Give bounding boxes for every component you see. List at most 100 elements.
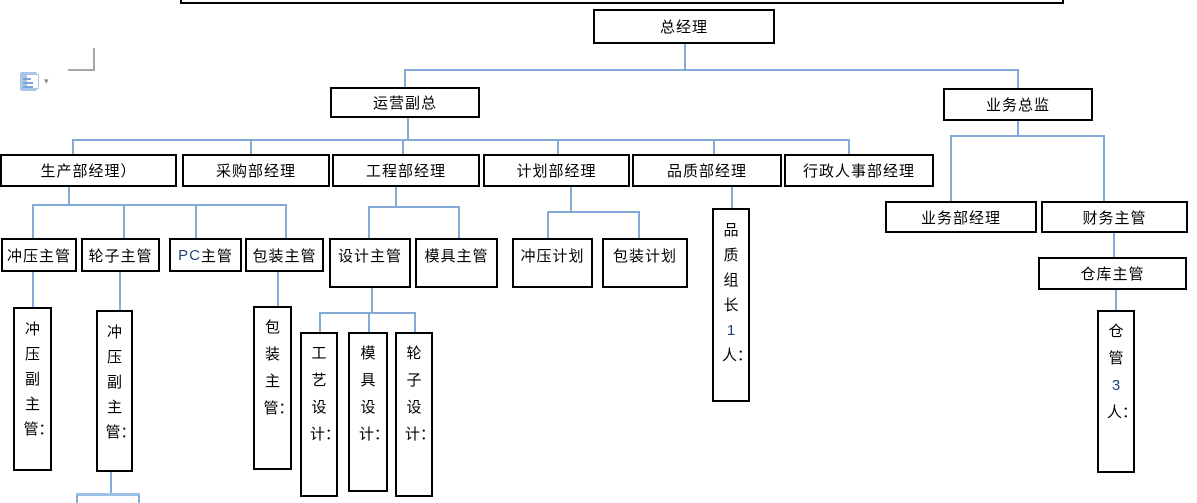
node-label: 人： [1107,404,1138,421]
org-node-business-director[interactable]: 业务总监 [943,88,1093,121]
org-node-wheel-supervisor[interactable]: 轮子主管 [81,238,160,272]
org-node-operations-vp[interactable]: 运营副总 [330,87,480,118]
org-node-purchasing-manager[interactable]: 采购部经理 [182,154,330,187]
connector-line [277,272,279,306]
connector-line [547,211,549,238]
node-label: 业务部经理 [920,209,1001,227]
connector-line [407,118,409,141]
org-node-quality-group-leader[interactable]: 品质组长 1 人： [712,208,753,402]
node-label: 人： [722,347,753,364]
org-node-general-manager[interactable]: 总经理 [593,9,775,44]
node-label: 工程部经理 [365,163,446,180]
org-node-stamping-supervisor[interactable]: 冲压主管 [1,238,77,272]
node-label-latin: PC [178,246,201,264]
connector-line [557,139,559,155]
connector-line [638,211,640,238]
connector-line [404,69,406,88]
connector-line [404,69,1019,71]
connector-line [138,495,140,503]
node-label: 包装主管 [252,247,317,265]
connector-line [950,135,1105,137]
connector-line [32,272,34,307]
org-node-process-design[interactable]: 工艺设计： [300,332,341,497]
connector-line [1115,290,1117,310]
connector-line [1103,135,1105,201]
connector-line [1017,121,1019,137]
org-node-business-dept-manager[interactable]: 业务部经理 [885,201,1037,233]
node-label: 业务总监 [985,97,1050,114]
connector-line [195,204,197,238]
connector-line [950,135,952,201]
org-node-mold-supervisor[interactable]: 模具主管 [415,238,498,288]
org-node-wheel-design[interactable]: 轮子设计： [395,332,436,497]
node-label: 品质部经理 [666,163,747,180]
connector-line [32,204,285,206]
connector-line [68,187,70,205]
node-label: 仓管 [1108,323,1124,367]
node-label: 工艺设计： [310,345,341,443]
node-label: 财务主管 [1082,209,1147,227]
org-node-hr-admin-manager[interactable]: 行政人事部经理 [784,154,934,187]
org-node-stamping-deputy-2[interactable]: 冲压副主管： [96,310,136,472]
node-label: 设计主管 [337,248,402,265]
node-label: 轮子主管 [88,247,153,265]
paste-options-button[interactable]: ▾ [20,71,54,91]
chevron-down-icon: ▾ [44,75,49,86]
page-corner-crop-mark [93,48,95,71]
node-label: 模具主管 [424,248,489,265]
connector-line [368,206,370,238]
top-cutoff-box[interactable] [180,0,1064,4]
connector-line [684,44,686,71]
connector-line [319,312,321,332]
connector-line [76,493,140,496]
org-node-production-manager[interactable]: 生产部经理） [0,154,177,187]
org-node-finance-supervisor[interactable]: 财务主管 [1041,201,1188,233]
org-node-pc-supervisor[interactable]: PC 主管 [169,238,242,272]
org-node-engineering-manager[interactable]: 工程部经理 [332,154,480,187]
org-node-warehouse-supervisor[interactable]: 仓库主管 [1038,257,1187,290]
org-node-stamping-deputy-1[interactable]: 冲压副主管： [13,307,54,471]
node-label: 计划部经理 [516,163,597,180]
connector-line [713,139,715,155]
org-node-quality-manager[interactable]: 品质部经理 [632,154,782,187]
connector-line [547,211,638,213]
connector-line [371,288,373,313]
node-label: 冲压主管 [6,247,71,265]
connector-line [570,187,572,213]
node-label: 冲压副主管： [23,321,54,438]
node-label: 行政人事部经理 [802,163,915,180]
node-label: 总经理 [659,19,708,36]
org-node-warehouse-staff[interactable]: 仓管 3 人： [1097,310,1138,473]
node-label-number: 3 [1111,377,1121,394]
node-label: 轮子设计： [405,345,436,443]
page-corner-crop-mark [68,69,95,71]
connector-line [285,204,287,238]
org-node-packing-supervisor[interactable]: 包装主管 [245,238,324,272]
node-label: 仓库主管 [1080,266,1145,283]
node-label: 模具设计： [359,345,390,443]
node-label: 主管 [200,247,233,265]
org-node-packing-planning[interactable]: 包装计划 [602,238,688,288]
connector-line [1017,69,1019,89]
org-node-planning-manager[interactable]: 计划部经理 [483,154,630,187]
node-label: 运营副总 [372,95,437,112]
org-node-design-supervisor[interactable]: 设计主管 [329,238,411,288]
node-label: 包装计划 [612,248,677,265]
connector-line [110,471,112,495]
connector-line [1113,233,1115,257]
node-label: 冲压副主管： [105,324,136,441]
paste-options-icon [20,71,39,91]
node-label-number: 1 [726,322,736,339]
node-label: 品质组长 [723,222,739,314]
connector-line [319,312,415,314]
connector-line [368,206,458,208]
org-node-mold-design[interactable]: 模具设计： [348,332,390,492]
connector-line [368,312,370,332]
connector-line [76,495,78,503]
connector-line [72,139,850,141]
connector-line [402,139,404,155]
org-node-packing-supervisor-vertical[interactable]: 包装主管： [253,306,294,470]
connector-line [123,204,125,238]
org-node-stamping-planning[interactable]: 冲压计划 [512,238,593,288]
connector-line [72,139,74,155]
